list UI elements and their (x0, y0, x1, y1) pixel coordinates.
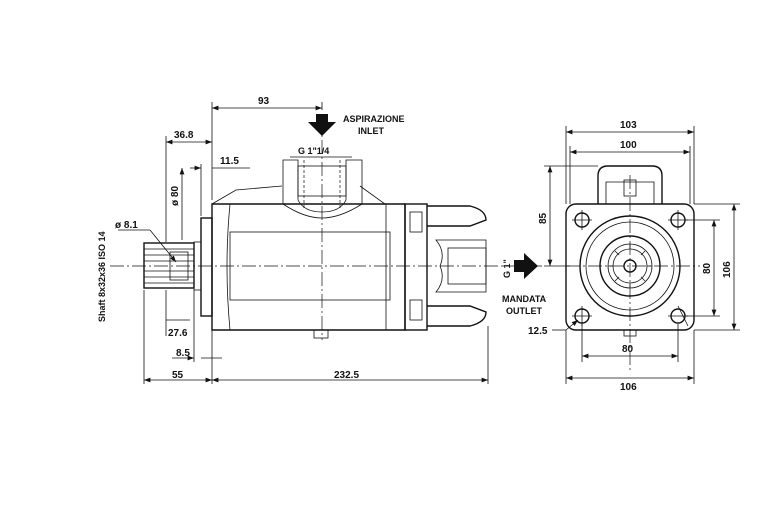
pump-body (211, 185, 406, 339)
side-view: ASPIRAZIONE INLET G 1"1/4 G 1" MANDATA O… (97, 96, 547, 384)
inlet-boss (282, 159, 363, 219)
outlet-label-en: OUTLET (506, 306, 542, 316)
shaft-spec-label: Shaft 8x32x36 ISO 14 (97, 231, 107, 322)
dim-80-right: 80 (702, 262, 713, 274)
dim-106-bottom: 106 (620, 382, 637, 393)
rear-cover (404, 203, 487, 331)
dim-36-8: 36.8 (174, 130, 194, 141)
dim-phi-8-1: ø 8.1 (115, 220, 138, 231)
dim-8-5: 8.5 (176, 348, 190, 359)
front-view: 103 100 85 80 106 12.5 80 106 (528, 120, 740, 393)
dim-232-5: 232.5 (334, 370, 359, 381)
dim-93: 93 (258, 96, 270, 107)
dim-100: 100 (620, 140, 637, 151)
outlet-label-it: MANDATA (502, 294, 547, 304)
inlet-label-it: ASPIRAZIONE (343, 114, 405, 124)
dim-phi-80: ø 80 (170, 186, 181, 206)
inlet-arrow (308, 114, 336, 136)
bolt-holes (572, 210, 689, 327)
dim-103: 103 (620, 120, 637, 131)
mounting-flange (200, 217, 213, 317)
dim-11-5: 11.5 (220, 156, 239, 167)
outlet-arrow (514, 253, 538, 279)
dim-55: 55 (172, 370, 184, 381)
inlet-label-en: INLET (358, 126, 385, 136)
splined-shaft (143, 242, 195, 289)
spline-teeth (608, 244, 652, 288)
dim-12-5: 12.5 (528, 326, 548, 337)
inlet-port-label: G 1"1/4 (298, 146, 329, 156)
dim-27-6: 27.6 (168, 328, 188, 339)
dim-106-right: 106 (722, 261, 733, 278)
dim-80-bottom: 80 (622, 344, 634, 355)
dim-85: 85 (538, 212, 549, 224)
outlet-port-label: G 1" (502, 259, 512, 278)
